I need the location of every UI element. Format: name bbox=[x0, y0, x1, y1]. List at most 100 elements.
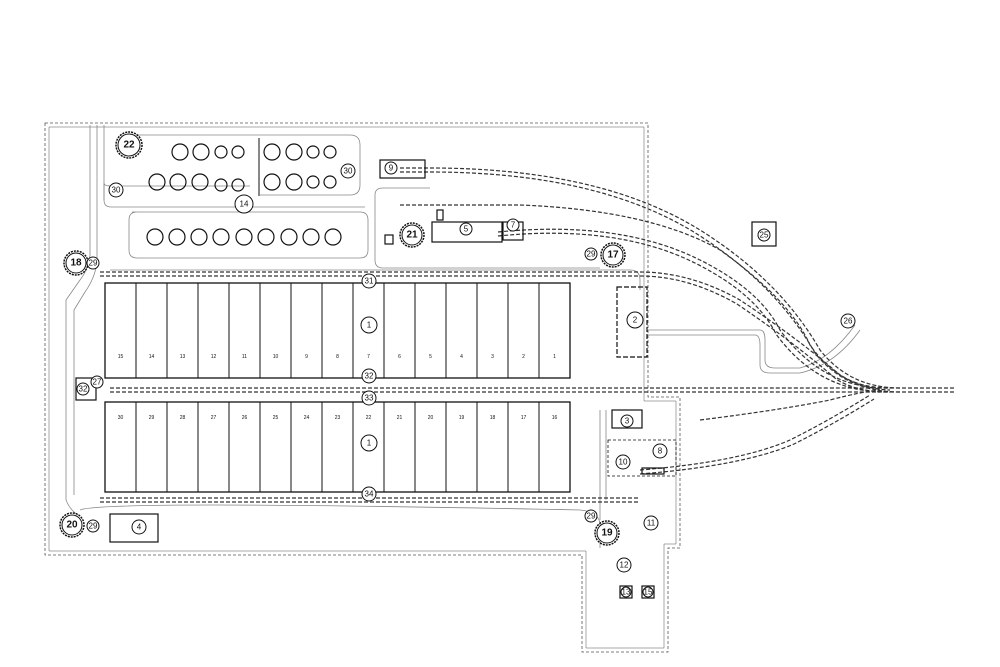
marker-17: 17 bbox=[600, 242, 626, 268]
tank bbox=[285, 173, 303, 191]
tank bbox=[306, 145, 320, 159]
tank bbox=[190, 228, 208, 246]
marker-21: 21 bbox=[399, 222, 425, 248]
tank bbox=[148, 173, 166, 191]
tank bbox=[171, 143, 189, 161]
structures bbox=[75, 159, 777, 599]
marker-26: 26 bbox=[840, 313, 856, 329]
marker-32: 32 bbox=[361, 368, 377, 384]
bay-label: 25 bbox=[273, 415, 279, 421]
svg-text:8: 8 bbox=[658, 447, 663, 456]
bay-label: 22 bbox=[366, 415, 372, 421]
bay bbox=[414, 282, 447, 379]
svg-text:9: 9 bbox=[389, 164, 394, 173]
tank bbox=[214, 178, 228, 192]
bay bbox=[166, 282, 199, 379]
tank bbox=[306, 175, 320, 189]
tank bbox=[192, 143, 210, 161]
bay bbox=[290, 282, 323, 379]
marker-30: 30 bbox=[108, 182, 124, 198]
bay-label: 18 bbox=[490, 415, 496, 421]
tank bbox=[280, 228, 298, 246]
svg-text:5: 5 bbox=[464, 225, 469, 234]
bay bbox=[197, 282, 230, 379]
bay-label: 1 bbox=[553, 354, 556, 360]
bay-label: 13 bbox=[180, 354, 186, 360]
svg-text:32: 32 bbox=[79, 385, 88, 394]
marker-33: 33 bbox=[361, 390, 377, 406]
tank bbox=[214, 145, 228, 159]
tank bbox=[302, 228, 320, 246]
marker-32: 32 bbox=[76, 382, 90, 396]
marker-34: 34 bbox=[361, 486, 377, 502]
tank bbox=[323, 145, 337, 159]
marker-5: 5 bbox=[459, 222, 473, 236]
marker-29: 29 bbox=[86, 519, 100, 533]
platform bbox=[641, 467, 665, 475]
marker-19: 19 bbox=[594, 520, 620, 546]
tank bbox=[231, 145, 245, 159]
svg-text:32: 32 bbox=[365, 372, 374, 381]
tank bbox=[285, 143, 303, 161]
bay bbox=[507, 282, 540, 379]
bay bbox=[259, 282, 292, 379]
svg-text:12: 12 bbox=[620, 561, 629, 570]
bay-label: 7 bbox=[367, 354, 370, 360]
svg-text:22: 22 bbox=[123, 140, 135, 151]
marker-31: 31 bbox=[361, 273, 377, 289]
bay bbox=[538, 401, 571, 493]
bay-label: 17 bbox=[521, 415, 527, 421]
building-3 bbox=[611, 409, 643, 429]
svg-text:26: 26 bbox=[844, 317, 853, 326]
tank bbox=[191, 173, 209, 191]
marker-18: 18 bbox=[63, 250, 89, 276]
tank bbox=[263, 143, 281, 161]
svg-text:34: 34 bbox=[365, 490, 374, 499]
svg-text:13: 13 bbox=[622, 588, 631, 597]
svg-text:19: 19 bbox=[601, 528, 613, 539]
tank bbox=[257, 228, 275, 246]
bay-label: 4 bbox=[460, 354, 463, 360]
bay-label: 5 bbox=[429, 354, 432, 360]
svg-text:7: 7 bbox=[511, 221, 516, 230]
marker-9: 9 bbox=[384, 161, 398, 175]
svg-text:3: 3 bbox=[625, 417, 630, 426]
bay-label: 9 bbox=[305, 354, 308, 360]
bay-label: 28 bbox=[180, 415, 186, 421]
svg-text:29: 29 bbox=[587, 512, 596, 521]
marker-30: 30 bbox=[340, 163, 356, 179]
bay-label: 3 bbox=[491, 354, 494, 360]
bay bbox=[445, 282, 478, 379]
marker-29: 29 bbox=[584, 247, 598, 261]
tank bbox=[231, 178, 245, 192]
bay-label: 20 bbox=[428, 415, 434, 421]
bay-label: 15 bbox=[118, 354, 124, 360]
svg-text:11: 11 bbox=[647, 519, 656, 528]
tank bbox=[146, 228, 164, 246]
bay bbox=[135, 282, 168, 379]
bay-label: 24 bbox=[304, 415, 310, 421]
bay-label: 12 bbox=[211, 354, 217, 360]
marker-7: 7 bbox=[506, 218, 520, 232]
gate-building bbox=[75, 377, 97, 401]
structure-15 bbox=[641, 585, 655, 599]
marker-4: 4 bbox=[131, 519, 147, 535]
tank bbox=[212, 228, 230, 246]
svg-text:20: 20 bbox=[66, 520, 78, 531]
marker-29: 29 bbox=[584, 509, 598, 523]
small-structure-2 bbox=[384, 234, 394, 245]
bay-label: 30 bbox=[118, 415, 124, 421]
small-structure bbox=[436, 209, 444, 221]
svg-text:17: 17 bbox=[607, 250, 619, 261]
marker-3: 3 bbox=[620, 414, 634, 428]
marker-11: 11 bbox=[643, 515, 659, 531]
tank bbox=[168, 228, 186, 246]
structure-13 bbox=[619, 585, 633, 599]
marker-20: 20 bbox=[59, 512, 85, 538]
tank bbox=[323, 175, 337, 189]
marker-14: 14 bbox=[234, 194, 254, 214]
